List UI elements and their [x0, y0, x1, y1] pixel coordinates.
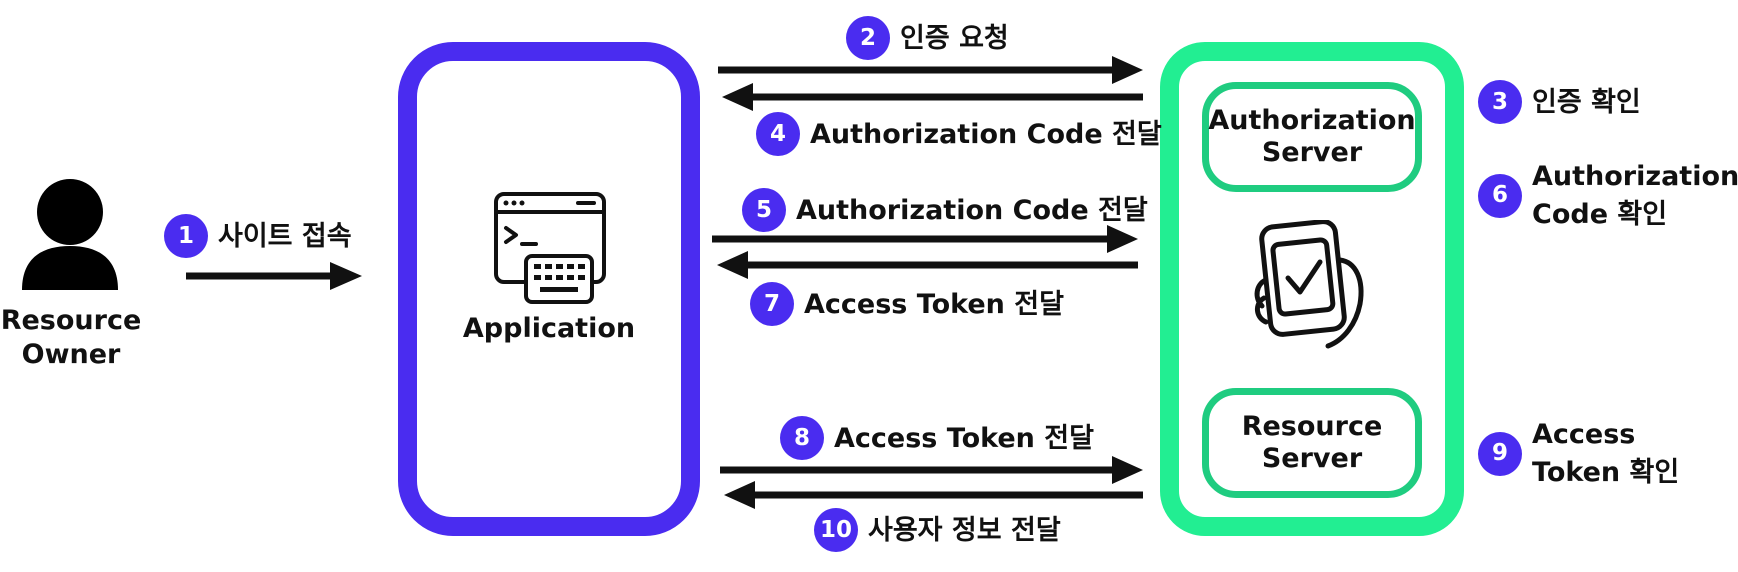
step-1: 1 사이트 접속	[164, 214, 352, 258]
arrow-right-icon	[712, 225, 1138, 253]
step-5-badge: 5	[742, 188, 786, 232]
step-4-badge: 4	[756, 112, 800, 156]
step-8-badge: 8	[780, 416, 824, 460]
resource-server-line1: Resource	[1241, 410, 1383, 442]
step-8: 8 Access Token 전달	[780, 416, 1094, 460]
step-10-text: 사용자 정보 전달	[868, 514, 1061, 546]
step-7-badge: 7	[750, 282, 794, 326]
step-6-line2: Code 확인	[1532, 198, 1668, 230]
authorization-server-line1: Authorization	[1208, 104, 1416, 136]
step-2: 2 인증 요청	[846, 16, 1009, 60]
arrow-left-icon	[717, 251, 1138, 279]
terminal-keyboard-icon	[494, 192, 606, 304]
application-label: Application	[462, 313, 636, 344]
step-1-badge: 1	[164, 214, 208, 258]
step-2-text: 인증 요청	[900, 22, 1009, 54]
step-5: 5 Authorization Code 전달	[742, 188, 1148, 232]
step-10: 10 사용자 정보 전달	[814, 508, 1061, 552]
person-icon	[22, 179, 118, 290]
step-3-text: 인증 확인	[1532, 86, 1641, 118]
step-6: 6 Authorization Code 확인	[1478, 158, 1738, 234]
step-4: 4 Authorization Code 전달	[756, 112, 1162, 156]
step-4-text: Authorization Code 전달	[810, 118, 1162, 150]
arrow-right-icon	[718, 56, 1143, 84]
application-box	[398, 42, 700, 536]
step-3: 3 인증 확인	[1478, 80, 1641, 124]
arrow-right-icon	[186, 262, 362, 290]
step-1-text: 사이트 접속	[218, 220, 352, 252]
step-6-line1: Authorization	[1532, 161, 1738, 192]
resource-server-box: Resource Server	[1202, 388, 1422, 498]
arrow-left-icon	[722, 83, 1143, 111]
resource-owner-line2: Owner	[21, 338, 121, 370]
step-2-badge: 2	[846, 16, 890, 60]
step-8-text: Access Token 전달	[834, 422, 1094, 454]
step-9-line2: Token 확인	[1532, 456, 1680, 488]
step-5-text: Authorization Code 전달	[796, 194, 1148, 226]
step-9-line1: Access	[1532, 419, 1636, 450]
authorization-server-line2: Server	[1261, 137, 1363, 168]
step-7: 7 Access Token 전달	[750, 282, 1064, 326]
server-group-box	[1160, 42, 1464, 536]
step-9: 9 Access Token 확인	[1478, 416, 1679, 492]
phone-check-icon	[1254, 220, 1364, 349]
resource-owner-label: Resource Owner	[0, 304, 142, 372]
resource-server-line2: Server	[1261, 443, 1363, 474]
step-6-badge: 6	[1478, 173, 1522, 218]
arrow-left-icon	[724, 481, 1143, 509]
step-3-badge: 3	[1478, 80, 1522, 124]
step-7-text: Access Token 전달	[804, 288, 1064, 320]
authorization-server-box: Authorization Server	[1202, 82, 1422, 192]
resource-owner-line1: Resource	[0, 305, 142, 336]
arrow-right-icon	[720, 456, 1143, 484]
step-9-badge: 9	[1478, 431, 1522, 476]
step-10-badge: 10	[814, 508, 858, 552]
